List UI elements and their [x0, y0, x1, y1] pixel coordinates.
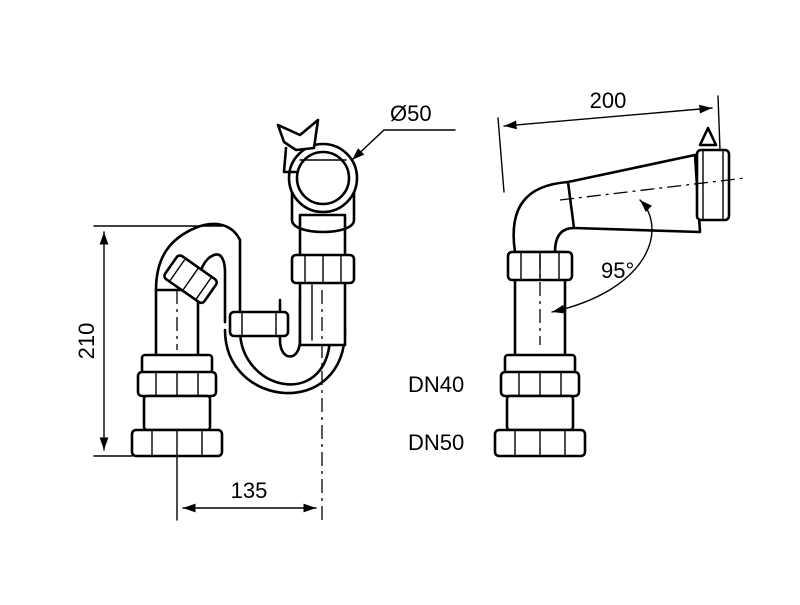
- dimension-height: 210: [74, 225, 223, 457]
- dimension-arm: 200: [497, 88, 721, 193]
- dn50-label: DN50: [408, 430, 464, 455]
- dimension-width: 135: [176, 455, 317, 521]
- arm-end-fitting: [695, 148, 731, 222]
- dim-95-label: 95°: [601, 258, 634, 283]
- dimension-angle: 95°: [551, 199, 653, 314]
- dim-210-label: 210: [74, 323, 99, 360]
- dim-135-label: 135: [231, 478, 268, 503]
- dim-d50-label: Ø50: [390, 101, 432, 126]
- dim-200-label: 200: [590, 88, 627, 113]
- loop-nut: [228, 310, 290, 338]
- dimension-diameter: Ø50: [351, 101, 456, 161]
- inlet-flange: [287, 142, 359, 214]
- dn40-label: DN40: [408, 372, 464, 397]
- side-view: [493, 126, 746, 458]
- front-view: [130, 118, 359, 520]
